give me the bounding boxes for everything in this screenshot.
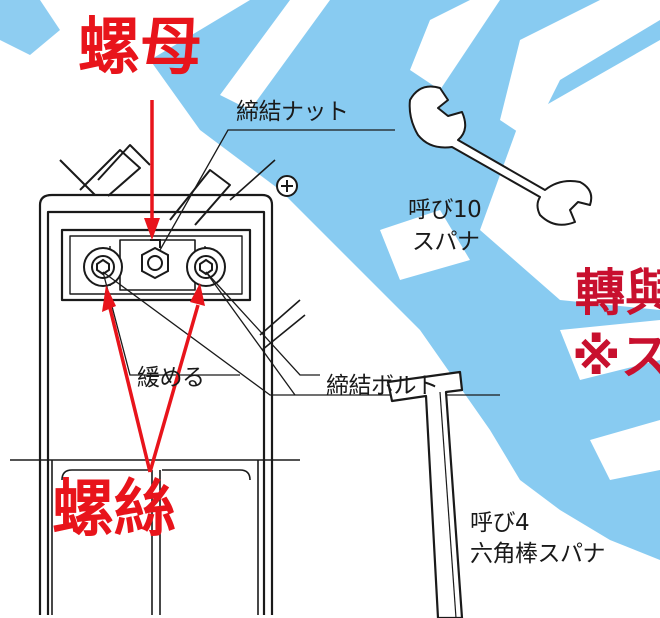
screw-label: 螺絲 (52, 472, 177, 545)
hex-key-icon (386, 370, 464, 618)
wrench-label: スパナ (412, 229, 480, 255)
tighten-bolt-label: 締結ボルト (326, 373, 439, 399)
tighten-nut-label: 締結ナット (236, 99, 349, 125)
clipped-red-text-2: ※ス (572, 328, 660, 386)
right-bolt (186, 247, 226, 287)
wrench-icon (408, 85, 593, 226)
loosen-label: 緩める (137, 365, 205, 391)
clipped-red-text-1: 轉與 (575, 264, 660, 322)
phillips-screw-icon (276, 175, 298, 197)
nut-label: 螺母 (78, 10, 203, 83)
center-nut (141, 239, 169, 280)
red-arrows (102, 100, 205, 473)
hex-wrench-label: 六角棒スパナ (470, 541, 606, 567)
hex-size-label: 呼び4 (470, 510, 530, 536)
wrench-size-label: 呼び10 (408, 197, 482, 223)
device-body (10, 144, 306, 615)
overlay-white-stripes (220, 0, 660, 480)
blue-overlay (0, 0, 660, 560)
left-bolt (83, 247, 123, 287)
